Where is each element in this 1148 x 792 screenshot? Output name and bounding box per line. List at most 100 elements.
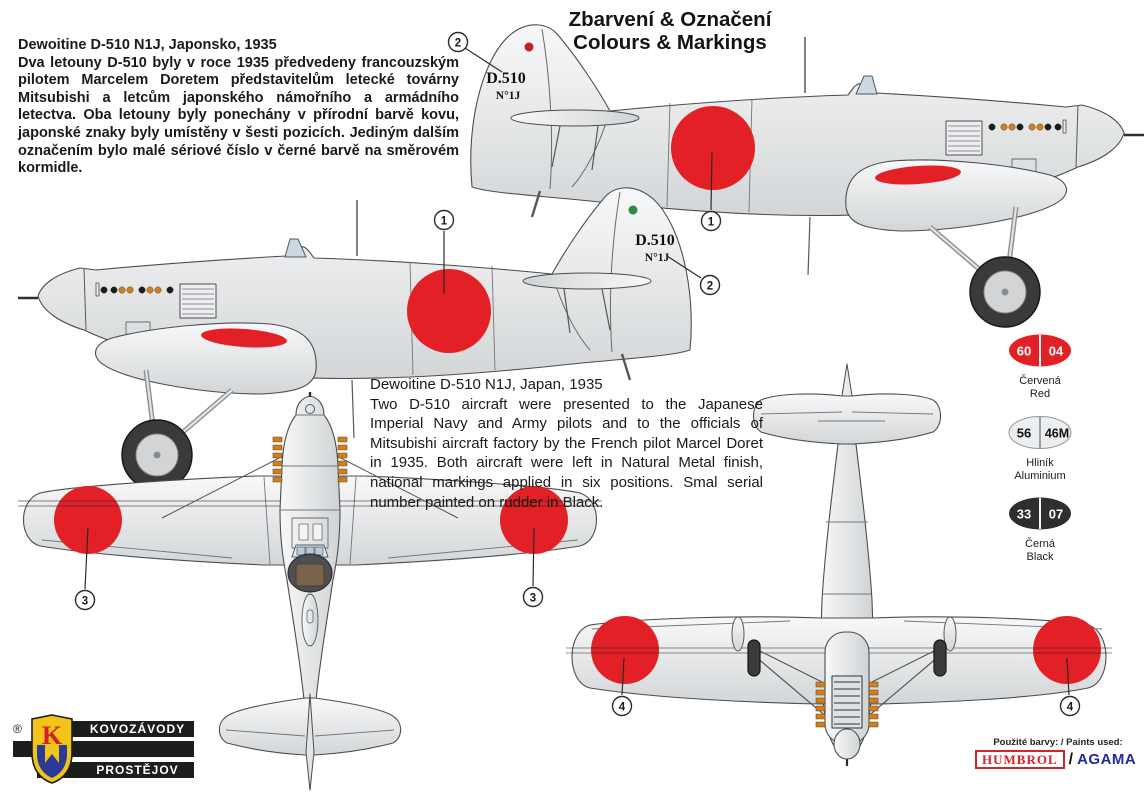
callout-2: 2 [666, 255, 721, 296]
aircraft-bottom-view [566, 363, 1112, 766]
english-description: Dewoitine D-510 N1J, Japan, 1935 Two D-5… [370, 375, 763, 512]
gun-trough [312, 523, 323, 541]
leader-line [532, 527, 535, 587]
gear-strut [871, 649, 937, 683]
nav-light-red [524, 42, 534, 52]
wing-roundel-right [500, 486, 568, 554]
paint-name: Červená Red [988, 375, 1092, 400]
svg-text:2: 2 [455, 38, 461, 50]
paint-oval-red: 60 04 [1009, 334, 1071, 367]
tail-code-line2: N°1J [496, 90, 521, 102]
paints-used: Použité barvy: / Paints used: HUMBROL / … [973, 737, 1143, 769]
page-title-czech: Zbarvení & Označení [568, 8, 772, 31]
callout-circle [433, 209, 455, 231]
paint-swatch-black: 33 07 Černá Black [988, 496, 1092, 563]
wing-roundel-left [54, 486, 122, 554]
paint-code-left: 60 [1017, 344, 1031, 359]
nav-light-green [628, 205, 638, 215]
logo-bar-top: KOVOZÁVODY [37, 721, 194, 737]
bracing-wire [161, 453, 288, 519]
page-title: Zbarvení & Označení Colours & Markings [505, 8, 835, 54]
callout-4: 4 [1059, 657, 1081, 717]
logo-bar-bottom: PROSTĚJOV [37, 762, 194, 778]
humbrol-brand: HUMBROL [975, 750, 1065, 769]
paint-code-left: 56 [1017, 426, 1031, 441]
paint-name-czech: Hliník [1026, 457, 1054, 469]
callout-circle [74, 589, 96, 611]
callout-3: 3 [74, 527, 96, 611]
callout-1: 1 [433, 209, 455, 294]
paint-oval-aluminium: 56 46M [1008, 416, 1072, 449]
leader-line [666, 255, 702, 279]
dorsal-hatch [306, 609, 314, 624]
svg-text:2: 2 [707, 281, 713, 293]
shield-monogram-k: K [42, 721, 63, 750]
side-view-right-markings: D.510 N°1J [486, 42, 534, 102]
callout-circle [522, 586, 544, 608]
wing-roundel-left [591, 616, 659, 684]
rudder-top [305, 693, 315, 791]
exhaust-stubs [272, 436, 348, 483]
shield-monogram-m [37, 745, 67, 778]
paint-code-right: 07 [1049, 507, 1063, 522]
agama-brand: AGAMA [1077, 751, 1137, 768]
paint-swatch-red: 60 04 Červená Red [988, 333, 1092, 400]
dorsal-fairing [301, 593, 319, 647]
wing-fairing [943, 616, 957, 652]
registered-trademark: ® [13, 722, 22, 736]
paint-name: Černá Black [988, 538, 1092, 563]
gear-strut [757, 649, 823, 683]
svg-text:1: 1 [708, 217, 715, 229]
callout-circle [611, 695, 633, 717]
paint-code-right: 46M [1045, 427, 1069, 441]
paint-oval-black: 33 07 [1009, 497, 1071, 530]
paint-code-right: 04 [1049, 344, 1064, 359]
callout-circle [700, 210, 722, 232]
main-wheel [933, 639, 947, 677]
wing-roundel-right [1033, 616, 1101, 684]
exhaust-stubs [815, 681, 879, 728]
czech-heading: Dewoitine D-510 N1J, Japonsko, 1935 [18, 37, 277, 53]
paint-code-left: 33 [1017, 507, 1031, 522]
aircraft-top-view [18, 392, 602, 791]
logo-name-line2: PROSTĚJOV [96, 763, 179, 777]
callout-4: 4 [611, 657, 633, 717]
leader-line [621, 657, 625, 696]
callout-circle [1059, 695, 1081, 717]
tail-code-line1: D.510 [635, 232, 675, 249]
svg-text:4: 4 [619, 702, 626, 714]
spinner-opening [305, 404, 315, 414]
paint-name-english: Red [1029, 387, 1051, 400]
callout-1: 1 [700, 151, 722, 232]
leader-line [84, 527, 89, 590]
leader-line [710, 151, 713, 211]
svg-text:4: 4 [1067, 702, 1074, 714]
paint-name: Hliník Aluminium [988, 457, 1092, 482]
wing-root-line [349, 476, 357, 565]
callout-2: 2 [447, 31, 503, 73]
main-wheel [747, 639, 761, 677]
paint-name-english: Black [1026, 550, 1054, 563]
svg-text:3: 3 [82, 596, 88, 608]
czech-body: Dva letouny D-510 byly v roce 1935 předv… [18, 54, 459, 177]
side-view-left-markings: D.510 N°1J [628, 205, 675, 264]
brand-separator: / [1068, 750, 1074, 768]
spinner-bottom [833, 728, 861, 760]
logo-name-line1: KOVOZÁVODY [89, 722, 186, 736]
elevator-hinge-line [760, 411, 934, 422]
wing-root-line [263, 476, 271, 565]
callouts: 2 1 1 2 3 3 4 [74, 31, 1081, 717]
callout-3: 3 [522, 527, 544, 608]
callout-circle [447, 31, 469, 53]
callout-circle [699, 274, 721, 296]
czech-description: Dewoitine D-510 N1J, Japonsko, 1935 Dva … [18, 37, 459, 178]
svg-text:3: 3 [530, 593, 536, 605]
paint-swatch-aluminium: 56 46M Hliník Aluminium [988, 415, 1092, 482]
bracing-wire [332, 453, 459, 519]
radiator-bath [831, 675, 863, 729]
tail-code-line1: D.510 [486, 70, 526, 87]
windscreen-pane [314, 546, 324, 556]
page-title-english: Colours & Markings [573, 31, 767, 54]
